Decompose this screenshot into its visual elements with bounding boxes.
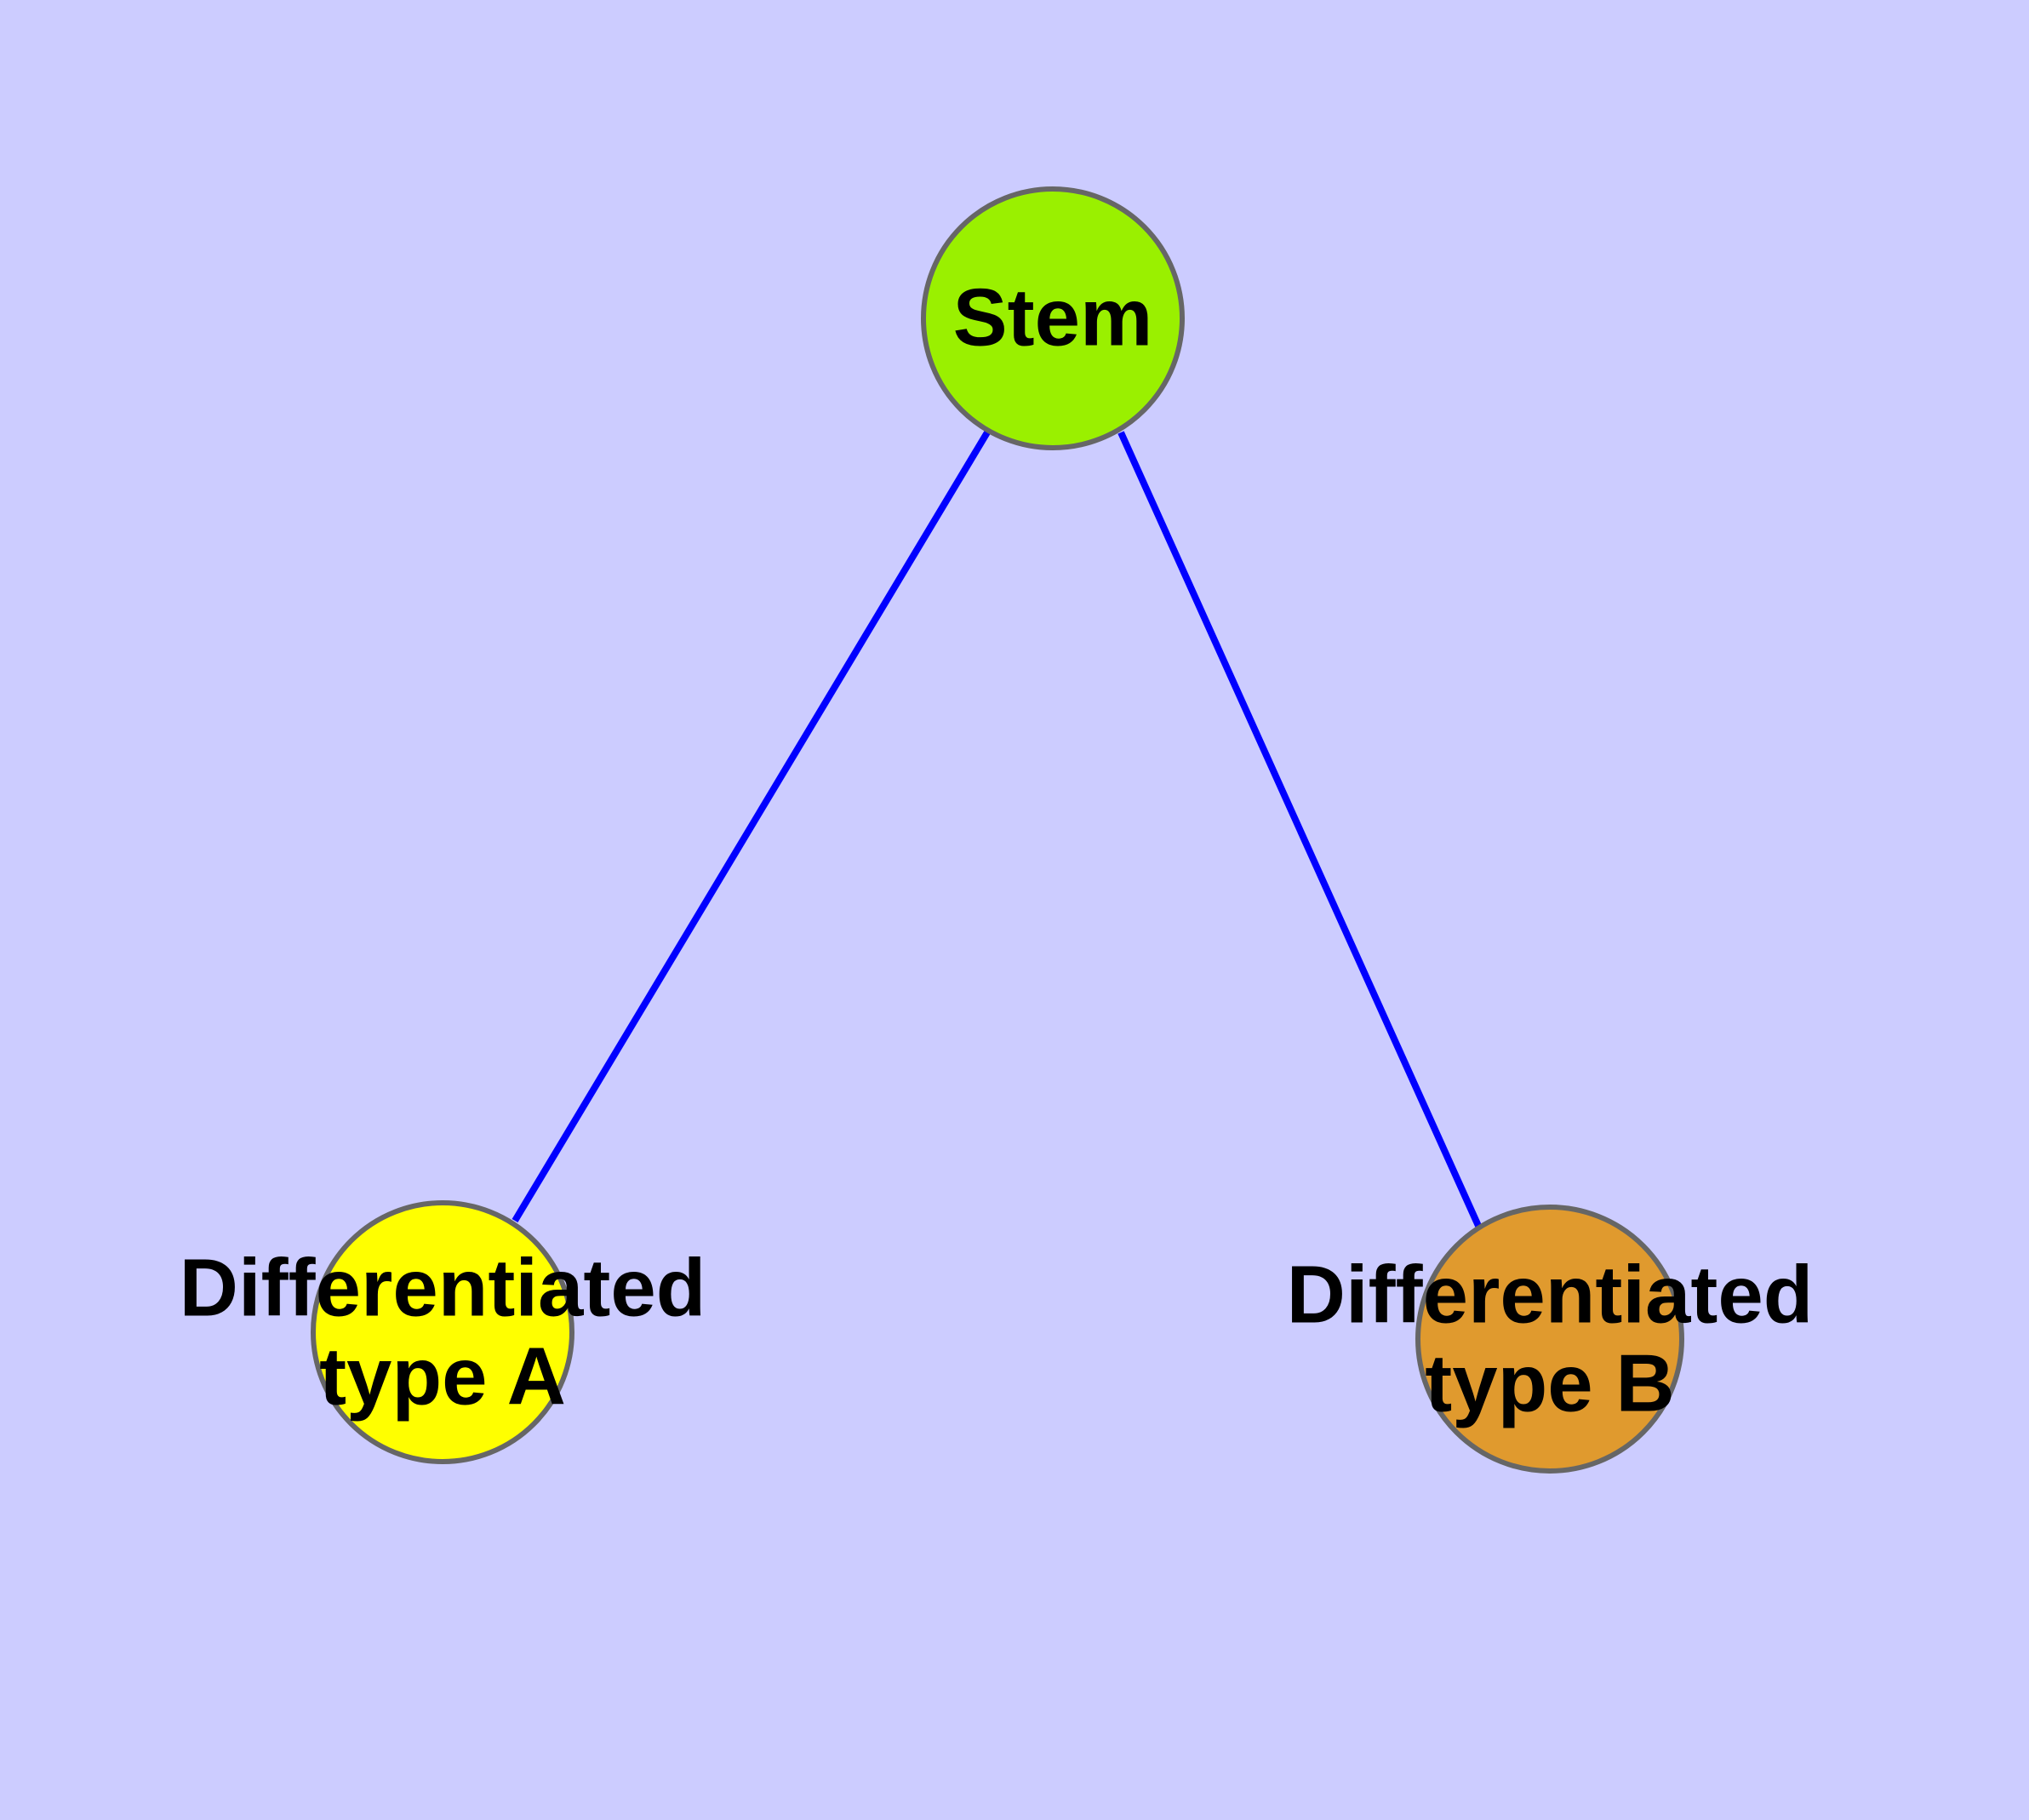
edge-stem-to-diff_a[interactable] [512, 430, 991, 1223]
edge-stem-to-diff_b[interactable] [1117, 431, 1482, 1228]
node-circle-diff_a[interactable] [311, 1200, 574, 1464]
node-circle-stem[interactable] [921, 186, 1185, 450]
node-circle-diff_b[interactable] [1415, 1205, 1684, 1474]
edges-group [512, 430, 1482, 1228]
nodes-group [311, 186, 1684, 1474]
